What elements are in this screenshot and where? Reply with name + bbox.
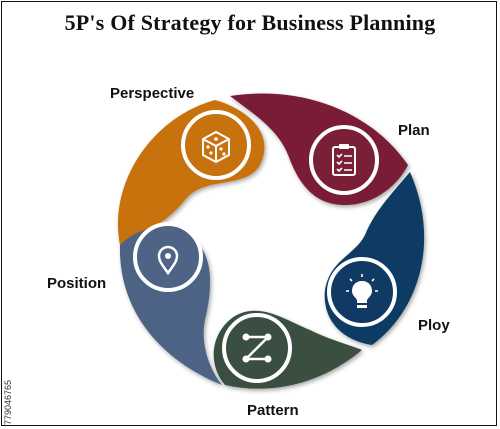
label-plan: Plan — [398, 122, 430, 139]
pattern-path-icon — [242, 333, 272, 363]
icon-badge-perspective — [181, 110, 251, 180]
lightbulb-icon — [346, 274, 378, 308]
diagram-title: 5P's Of Strategy for Business Planning — [64, 10, 436, 35]
stock-image-id: 779046765 — [3, 379, 13, 425]
icon-badge-plan — [309, 125, 379, 195]
label-ploy: Ploy — [418, 317, 450, 334]
label-perspective: Perspective — [110, 85, 195, 102]
icon-badge-position — [133, 222, 203, 292]
label-position: Position — [47, 275, 107, 292]
location-pin-icon — [157, 245, 179, 276]
clipboard-checklist-icon — [332, 144, 356, 176]
dice-icon — [202, 130, 230, 164]
icon-badge-pattern — [222, 313, 292, 383]
icon-badge-ploy — [327, 257, 397, 327]
label-pattern: Pattern — [247, 402, 299, 419]
